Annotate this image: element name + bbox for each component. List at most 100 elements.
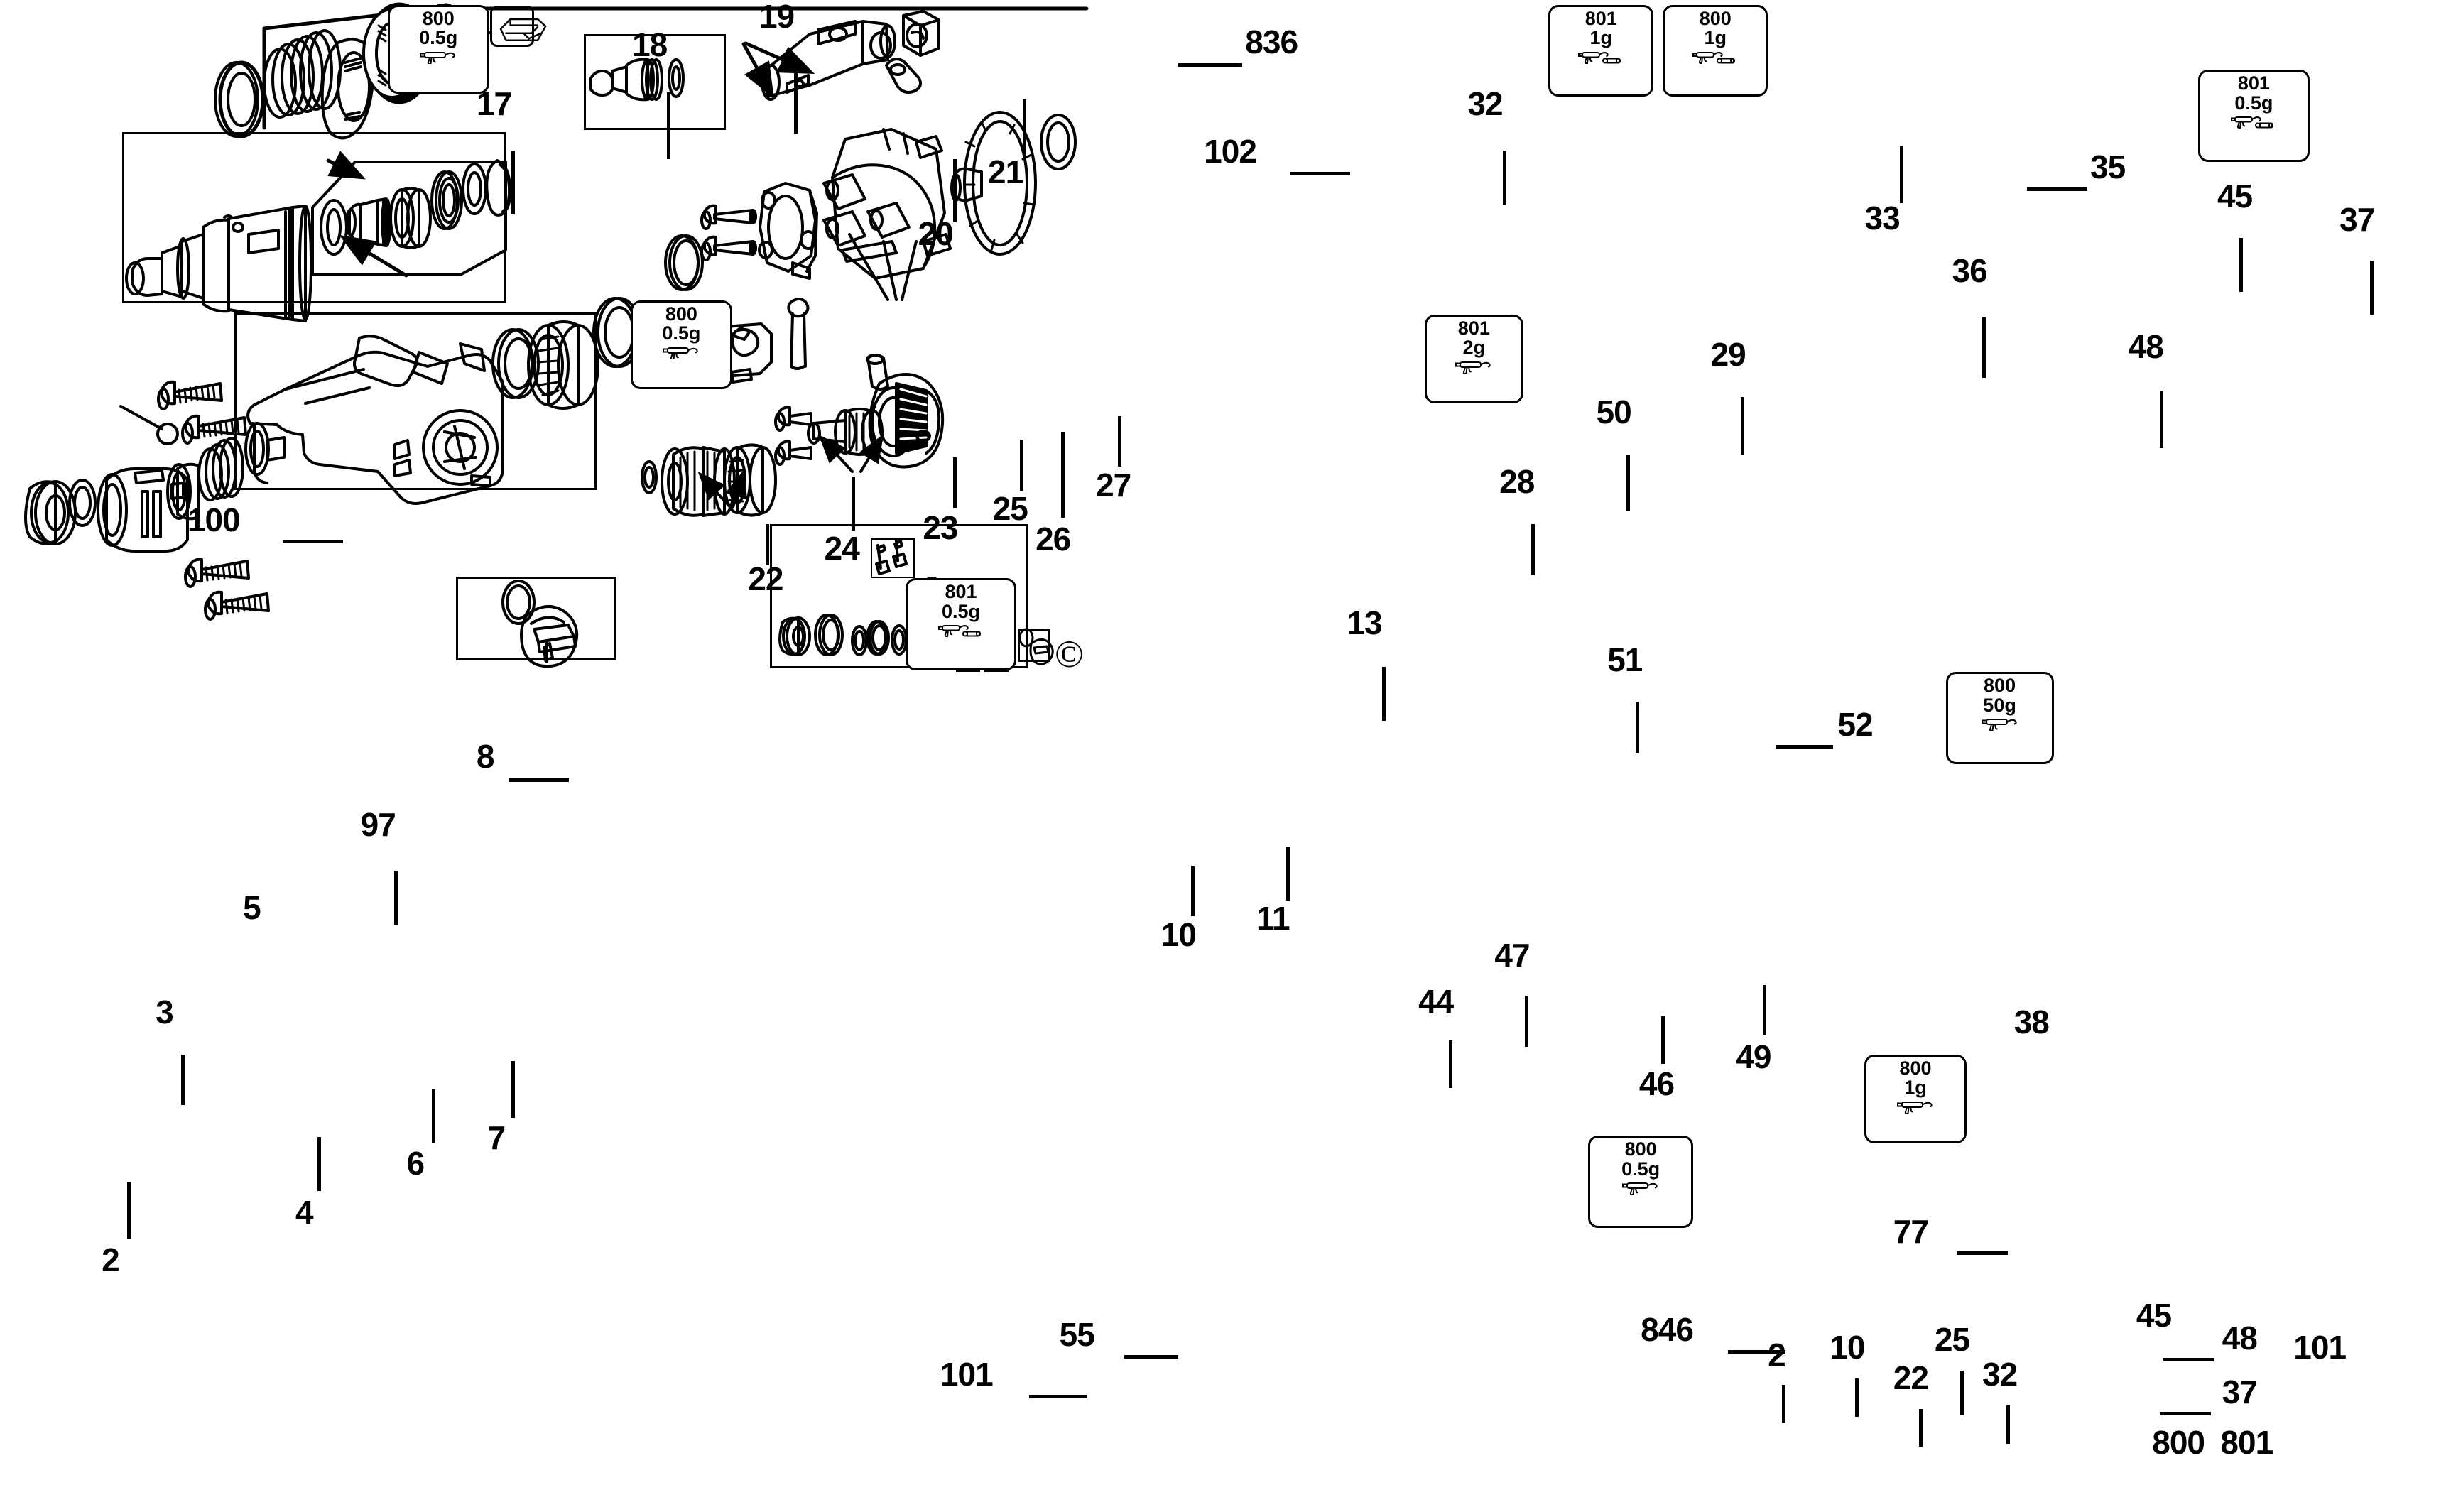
group-box-101 [456,577,616,660]
part-number-2: 2 [102,1241,120,1279]
group-box-77 [871,538,915,578]
grease-gun-icon [1981,717,2019,734]
leader-line-18 [667,92,671,159]
leader-line-13 [1381,667,1386,722]
leader-line-3 [180,1054,185,1106]
part-number-49: 49 [1736,1038,1771,1075]
leader-line-28 [1531,523,1535,575]
leader-line-22 [765,523,769,566]
leader-line-102 [1289,171,1350,175]
grease-gun-icon [419,50,457,67]
leader-line-4 [317,1137,322,1192]
grease-gun-icon [662,345,700,363]
grease-gun-bearing-icon [1692,50,1738,67]
part-number-22: 22 [1893,1359,1929,1396]
lubricant-amount: 0.5g [662,322,701,344]
part-number-8: 8 [476,738,495,776]
leader-line-37 [2160,1412,2212,1416]
leader-line-101 [1029,1394,1087,1398]
part-number-18: 18 [632,26,668,64]
leader-line-21 [1023,98,1027,159]
lubricant-code: 800 [1984,674,2016,696]
part-number-4: 4 [295,1193,314,1231]
group-box-8 [234,312,597,490]
part-number-5: 5 [243,888,261,926]
part-number-28: 28 [1499,463,1535,501]
part-number-13: 13 [1347,604,1382,642]
part-number-25: 25 [1934,1320,1970,1358]
part-number-77: 77 [1893,1212,1929,1250]
leader-line-55 [1124,1354,1179,1359]
lubricant-amount: 0.5g [2234,92,2273,114]
part-number-32: 32 [1467,85,1503,122]
lubricant-code: 800 [1624,1138,1657,1160]
group-box-102 [584,34,726,130]
leader-line-48 [2160,391,2164,448]
part-number-47: 47 [1494,936,1530,974]
part-number-10: 10 [1161,915,1197,953]
part-number-7: 7 [487,1119,506,1156]
lubricant-code: 801 [945,581,977,603]
part-number-19: 19 [759,0,795,35]
lubricant-code: 800 [422,7,455,29]
leader-line-20 [952,158,957,223]
part-number-101: 101 [2293,1329,2347,1366]
part-number-21: 21 [988,153,1023,191]
part-number-48: 48 [2128,328,2164,366]
part-number-44: 44 [1418,982,1454,1020]
part-number-50: 50 [1596,393,1632,430]
copyright-symbol: © [1055,633,1085,675]
leader-line-97 [393,870,398,925]
grease-gun-icon [1621,1180,1660,1198]
part-number-52: 52 [1837,706,1873,744]
grease-gun-bearing-icon [1578,50,1624,67]
lubricant-amount: 1g [1704,27,1727,49]
lubricant-code: 800 [1899,1057,1932,1079]
leader-line-19 [794,66,798,134]
part-number-29: 29 [1710,336,1746,374]
lubricant-amount: 1g [1904,1077,1927,1099]
leader-line-836 [1178,63,1242,67]
lubricant-amount: 0.5g [941,600,980,622]
leader-line-25 [1959,1370,1964,1415]
leader-line-10 [1855,1378,1859,1417]
leader-line-2 [126,1181,131,1239]
grease-gun-bearing-icon [937,623,984,641]
part-number-38: 38 [2013,1003,2050,1040]
lubricant-code: 801 [1457,317,1490,339]
part-number-32: 32 [1982,1356,2018,1393]
part-number-33: 33 [1864,200,1900,237]
part-number-36: 36 [1952,251,1987,289]
part-number-22: 22 [748,560,783,597]
leader-line-24 [851,476,855,531]
leader-line-23 [952,457,957,508]
leader-line-8 [508,778,569,782]
part-number-800: 800 [2152,1424,2205,1462]
part-number-23: 23 [923,509,958,547]
leader-line-29 [1741,397,1745,455]
lubricant-amount: 50g [1983,694,2016,716]
part-number-836: 836 [1245,23,1298,60]
lubricant-code: 800 [665,303,697,325]
group-box-846 [770,524,1028,668]
leader-line-35 [2026,187,2087,191]
lubricant-amount: 2g [1462,337,1486,359]
leader-line-48 [2163,1358,2214,1362]
leader-line-2 [1782,1385,1786,1423]
part-number-102: 102 [1204,133,1257,170]
part-number-846: 846 [1641,1311,1694,1349]
leader-line-32 [1502,151,1506,205]
part-number-2: 2 [1768,1337,1786,1374]
leader-line-17 [511,151,516,214]
leader-line-846 [1728,1349,1785,1354]
grease-gun-icon [1896,1099,1935,1117]
grease-gun-bearing-icon [2231,114,2276,132]
lubricant-code: 801 [2237,72,2270,94]
